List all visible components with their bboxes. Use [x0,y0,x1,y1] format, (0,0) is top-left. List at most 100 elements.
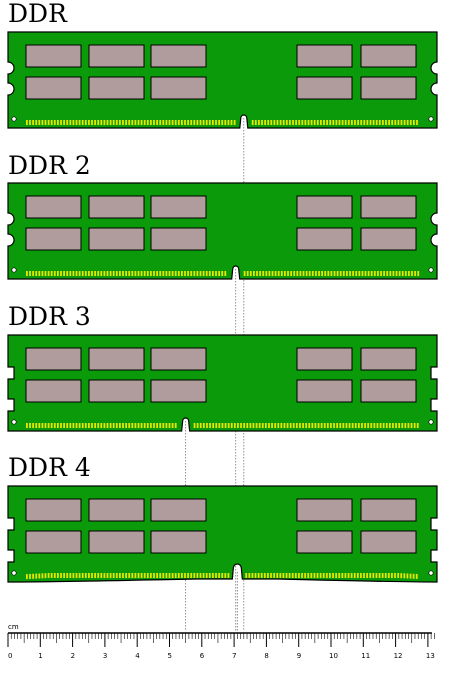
contact-pin [292,423,295,428]
contact-pin [38,423,41,428]
contact-pin [323,423,326,428]
contact-pin [256,271,258,276]
contact-pin [251,120,254,125]
contact-pin [313,120,316,125]
contact-pin [382,423,385,428]
contact-pin [403,573,406,579]
contact-pin [72,120,75,125]
contact-pin [97,573,100,578]
contact-pin [53,423,56,428]
contact-pin [125,423,127,428]
contact-pin [394,120,397,125]
contact-pin [212,573,214,578]
contact-pin [268,423,270,428]
contact-pin [335,120,338,125]
contact-pin [153,423,155,428]
contact-pin [302,423,304,428]
contact-pin [150,271,152,276]
contact-pin [245,573,248,578]
contact-pin [165,271,168,276]
memory-chip [88,227,145,251]
contact-pin [202,573,205,578]
contact-pin [338,573,341,578]
memory-chip [360,379,417,403]
contact-pin [112,120,115,125]
contact-pin [257,573,260,578]
contact-pin [237,423,239,428]
contact-pin [91,120,93,125]
contact-pin [168,271,171,276]
contact-pin [249,423,252,428]
contact-pin [75,423,78,428]
memory-chip [360,227,417,251]
memory-chip [150,227,207,251]
contact-pin [215,120,217,125]
mounting-hole [11,267,17,273]
contact-pin [361,423,363,428]
contact-pin [352,271,355,276]
contact-pin [66,120,69,125]
contact-pin [50,120,53,125]
contact-pin [394,573,396,578]
memory-chip [150,379,207,403]
contact-pin [350,120,353,125]
contact-pin [416,423,419,428]
contact-pin [218,423,221,428]
contact-pin [279,573,282,578]
contact-pin [330,271,333,276]
contact-pin [128,120,131,125]
contact-pin [140,271,143,276]
memory-chip [360,347,417,371]
contact-pin [94,573,96,578]
contact-pin [146,573,149,578]
contact-pin [299,271,302,276]
contact-pin [50,423,53,428]
contact-pin [109,423,112,428]
memory-chip [88,347,145,371]
contact-pin [177,271,180,276]
contact-pin [119,120,121,125]
contact-pin [294,573,297,578]
contact-pin [205,120,208,125]
contact-pin [218,271,220,276]
contact-pin [174,120,177,125]
contact-pin [326,423,329,428]
contact-pin [351,423,354,428]
contact-pin [271,423,273,428]
contact-pin [94,423,96,428]
contact-pin [282,120,285,125]
contact-pin [367,423,370,428]
contact-pin [125,573,127,578]
contact-pin [308,271,311,276]
contact-pin [373,423,376,428]
contact-pin [401,271,404,276]
contact-pin [168,573,171,578]
contact-pin [246,271,249,276]
contact-pin [109,573,112,578]
contact-pin [254,573,257,578]
contact-pin [119,423,121,428]
contact-pin [119,271,121,276]
memory-chip [150,44,207,68]
contact-pin [78,271,81,276]
contact-pin [416,120,418,125]
contact-pin [184,573,186,578]
contact-pin [298,573,300,578]
contact-pin [26,423,28,428]
contact-pin [307,573,310,578]
contact-pin [97,423,100,428]
contact-pin [115,120,118,125]
contact-pin [57,120,59,125]
contact-pin [367,271,370,276]
contact-pin [38,573,41,579]
memory-chip [88,44,145,68]
contact-pin [240,423,242,428]
memory-chip [150,347,207,371]
contact-pin [91,573,93,578]
contact-pin [156,573,158,578]
contact-pin [66,271,69,276]
contact-pin [137,271,140,276]
contact-pin [321,271,324,276]
contact-pin [357,423,360,428]
